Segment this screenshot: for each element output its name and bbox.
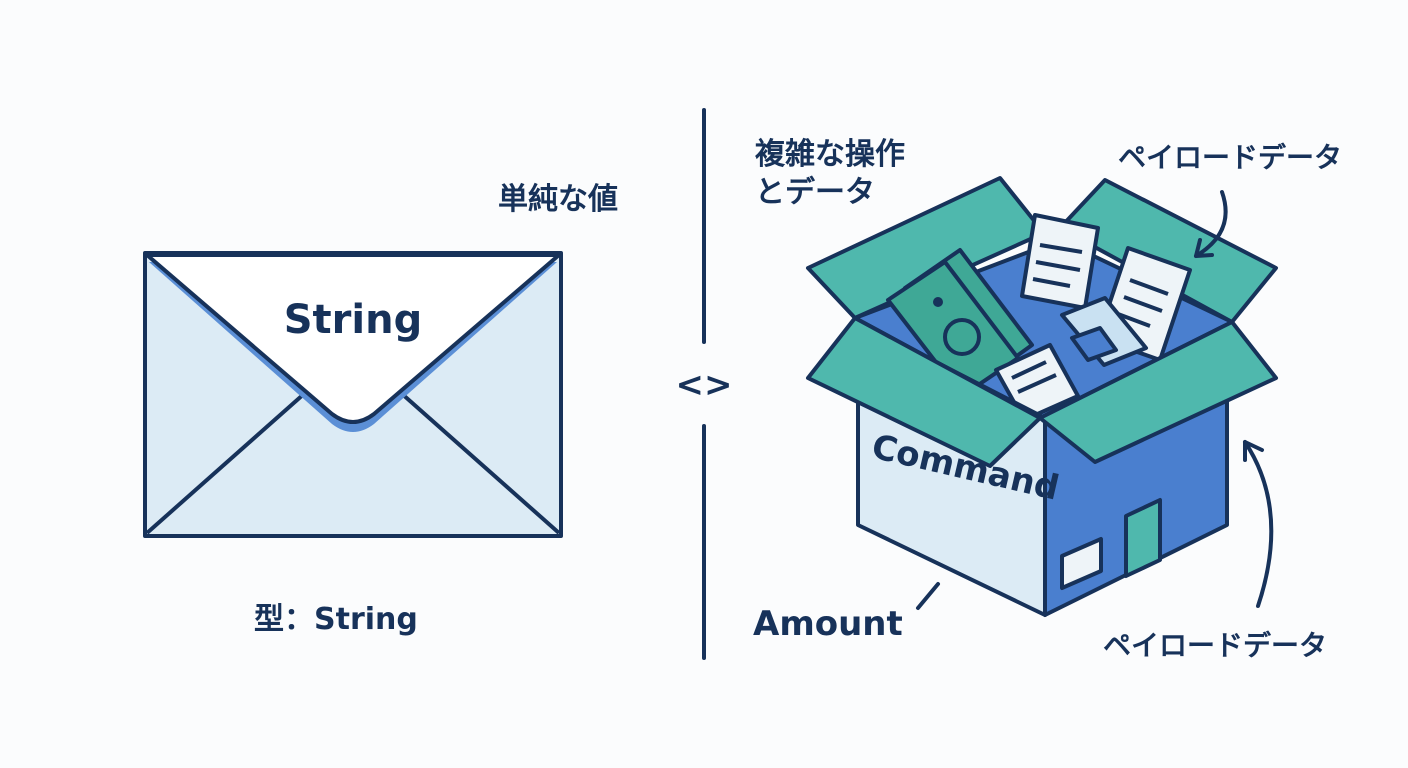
command-box-icon bbox=[806, 176, 1278, 617]
arrow-icon bbox=[1194, 190, 1228, 258]
shipping-label-icon bbox=[1060, 537, 1103, 590]
arrow-icon bbox=[1243, 440, 1274, 608]
amount-label: Amount bbox=[753, 604, 903, 644]
card-icon bbox=[1060, 296, 1148, 367]
complex-line-1: 複雑な操作 bbox=[755, 137, 905, 172]
cash-icon bbox=[886, 248, 1034, 398]
arrow-head-icon bbox=[1194, 238, 1214, 258]
complex-line-2: とデータ bbox=[755, 175, 875, 210]
simple-value-label: 単純な値 bbox=[498, 182, 618, 217]
type-string-label: 型：String bbox=[254, 602, 418, 637]
payload-label-bottom: ペイロードデータ bbox=[1103, 629, 1328, 662]
complex-data-label: 複雑な操作 とデータ bbox=[755, 136, 905, 212]
payload-label-top: ペイロードデータ bbox=[1118, 141, 1343, 174]
receipt-icon bbox=[1020, 213, 1100, 310]
envelope-icon bbox=[143, 251, 563, 538]
compare-symbol: <> bbox=[676, 365, 733, 405]
arrow-head-icon bbox=[1243, 440, 1264, 462]
leader-line bbox=[916, 582, 940, 610]
pointer-arrows bbox=[916, 190, 1274, 610]
envelope-label: String bbox=[284, 297, 422, 343]
